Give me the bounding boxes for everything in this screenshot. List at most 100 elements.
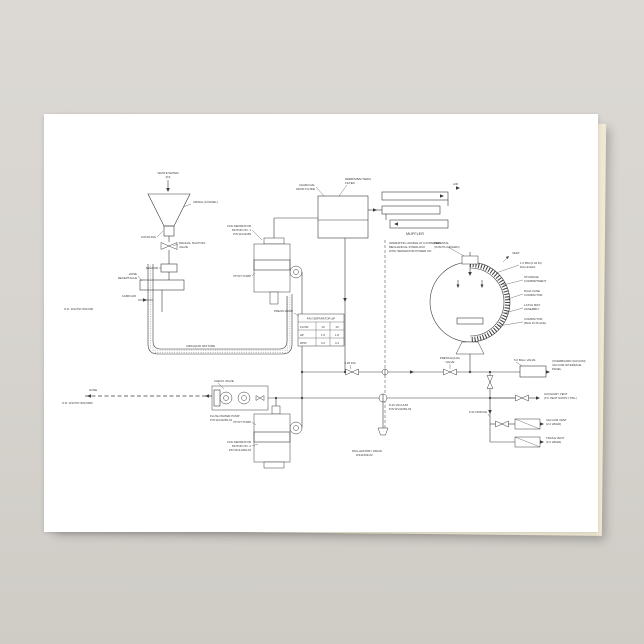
label-sep2-2: MOTOR NO. 2 (232, 444, 251, 448)
liquid-tank (147, 264, 293, 355)
label-r1-2: DIA HOLES (520, 265, 535, 269)
table-cell: RPM (300, 341, 307, 345)
label-sep1-2: MOTOR NO. 1 (232, 228, 251, 232)
label-r5-2: (BAG IN PLACE) (524, 321, 546, 325)
label-sensor: SENSOR (146, 266, 158, 270)
label-pitot1: PITOT PUMP (233, 274, 251, 278)
label-eq-1: PRESS EQUAL (440, 356, 461, 360)
label-waste-2: (IN) (166, 175, 171, 179)
label-trash-2: (0.2 LB/HR) (546, 440, 561, 444)
label-ball: 5.0 BALL VALVE (514, 358, 536, 362)
label-shutoff-1: MANUAL SHUTOFF (179, 241, 206, 245)
label-ovbd-2: VACUUM INTERFACE (552, 363, 581, 367)
label-shutoff-2: VALVE (179, 245, 188, 249)
label-hose: HOSE (89, 388, 97, 392)
table-cell: 10 (321, 325, 325, 329)
label-od-left: O.D. W12797-500-500 (64, 307, 93, 311)
label-check-valve: CHECK VALVE (214, 379, 234, 383)
label-sep2-3: P/N W141269-04 (229, 448, 252, 452)
label-vac810-1: 8-10 VACUUM (389, 403, 408, 407)
urinal-funnel-assembly (138, 180, 191, 312)
label-mixture: AIR/LIQUID MIXTURE (186, 344, 215, 348)
label-r1-1: 1.0 MM (0.04 IN) (520, 261, 542, 265)
label-dia28: 0.28 DIA (344, 361, 355, 365)
fan-separator-1 (253, 217, 318, 305)
table-cell: 3.2 (321, 341, 325, 345)
label-orifice: 0.32 ORIFICE (469, 410, 487, 414)
fan-separator-2 (253, 405, 303, 469)
label-r2-2: COMPARTMENT (524, 279, 547, 283)
label-recep-2: RECEPTACLE (118, 276, 137, 280)
label-r5-1: COMPACTOR (524, 317, 543, 321)
label-eq-2: VALVE (446, 360, 455, 364)
press-equal-valve (443, 368, 457, 376)
label-vac-1: VACUUM VENT (546, 418, 567, 422)
label-r3-1: DUAL FANE (524, 289, 540, 293)
label-sep2-1: FAN SEPARATOR (227, 440, 251, 444)
vertical-valve (486, 375, 494, 389)
table-cell: 3.4 (335, 341, 339, 345)
label-bacteria-1: DEBRIS/BACTERIA (345, 177, 371, 181)
label-charcoal-1: CHARCOAL (299, 183, 315, 187)
label-handle-1: OPERATING HANDLE AT A FORWARD (389, 241, 440, 245)
label-pump-2: P/N W141269-01 (210, 418, 233, 422)
label-pedestal-1: PEDESTAL (434, 241, 449, 245)
label-coupling: COUPLING (141, 235, 157, 239)
table-cell: 1.8 (335, 333, 339, 337)
vacuum-piping (268, 272, 550, 428)
table-cell: FLOW (300, 325, 309, 329)
label-vac-2: (2.2 LB/HR) (546, 422, 561, 426)
legend-table: FAN SEPARATOR ΔP FLOW 10 10 ΔP 1.5 1.8 R… (297, 313, 345, 347)
label-ovbd-1: (OVERBOARD VACUUM) (552, 359, 586, 363)
vent-branches (486, 372, 544, 448)
label-r2-1: STOWAGE (524, 275, 539, 279)
label-bacteria-2: FILTER (345, 181, 355, 185)
label-pedestal-2: (IS BOTH HINGED) (434, 245, 460, 249)
label-r3-2: COMPACTOR (524, 293, 543, 297)
label-press-drop: PRESS DROP (274, 309, 293, 313)
label-charcoal-2: ODOR FILTER (296, 187, 315, 191)
label-urinal: URINAL (FUNNEL) (193, 200, 218, 204)
label-aux-1: AUXILIARY VENT (544, 392, 568, 396)
label-air-out: AIR (453, 182, 458, 186)
label-trash-1: TRASH VENT (546, 436, 565, 440)
flush-water-pump (85, 385, 269, 411)
label-muffler: MUFFLER (406, 232, 424, 236)
label-vent: VENT (512, 251, 520, 255)
postcard: FAN SEPARATOR ΔP FLOW 10 10 ΔP 1.5 1.8 R… (44, 114, 598, 532)
label-recep-1: HOSE (129, 272, 137, 276)
table-cell: 10 (335, 325, 339, 329)
valve-028 (345, 368, 359, 376)
label-pitot2: PITOT PUMP (233, 420, 251, 424)
label-handle-3: WITH SEPARATOR POWER ON (389, 249, 431, 253)
label-aux-2: (TO VENT SUPPLY PNL) (544, 396, 577, 400)
table-cell: ΔP (300, 333, 304, 337)
label-waste-1: WASTE WATER (157, 171, 178, 175)
label-drain-1: DM-LAVATORY DRAIN (352, 449, 382, 453)
pump-check-valve (255, 395, 265, 401)
schematic-diagram: FAN SEPARATOR ΔP FLOW 10 10 ΔP 1.5 1.8 R… (62, 171, 586, 469)
table-title: FAN SEPARATOR ΔP (307, 317, 336, 321)
label-cabin-air: CABIN AIR (122, 294, 136, 298)
table-cell: 1.5 (321, 333, 325, 337)
commode-sphere (429, 252, 511, 372)
label-vac810-2: P/N W141269-03 (389, 407, 412, 411)
label-handle-2: MECHANICAL INTERLOCK (389, 245, 425, 249)
muffler (381, 186, 460, 229)
lavatory-drain (377, 393, 389, 436)
label-drain-2: W141269-02 (356, 453, 373, 457)
manual-shutoff-valve (160, 242, 178, 250)
label-hose-pn: O.D. W12797-500-5000 (62, 401, 93, 405)
label-r4-1: LATCH BOX (524, 303, 540, 307)
charcoal-odor-filter (317, 195, 382, 372)
label-ovbd-3: PANEL (552, 367, 562, 371)
junction-dots (274, 370, 492, 400)
label-pump-1: FLUSH WATER PUMP (210, 414, 240, 418)
vacuum-vent-valve (495, 420, 509, 428)
label-sep1-3: P/N W141269 (233, 232, 251, 236)
labels: WASTE WATER (IN) URINAL (FUNNEL) COUPLIN… (62, 171, 586, 457)
label-r4-2: ASSEMBLY (524, 307, 539, 311)
leader-lines (137, 184, 524, 447)
label-sep1-1: FAN SEPARATOR (227, 224, 251, 228)
